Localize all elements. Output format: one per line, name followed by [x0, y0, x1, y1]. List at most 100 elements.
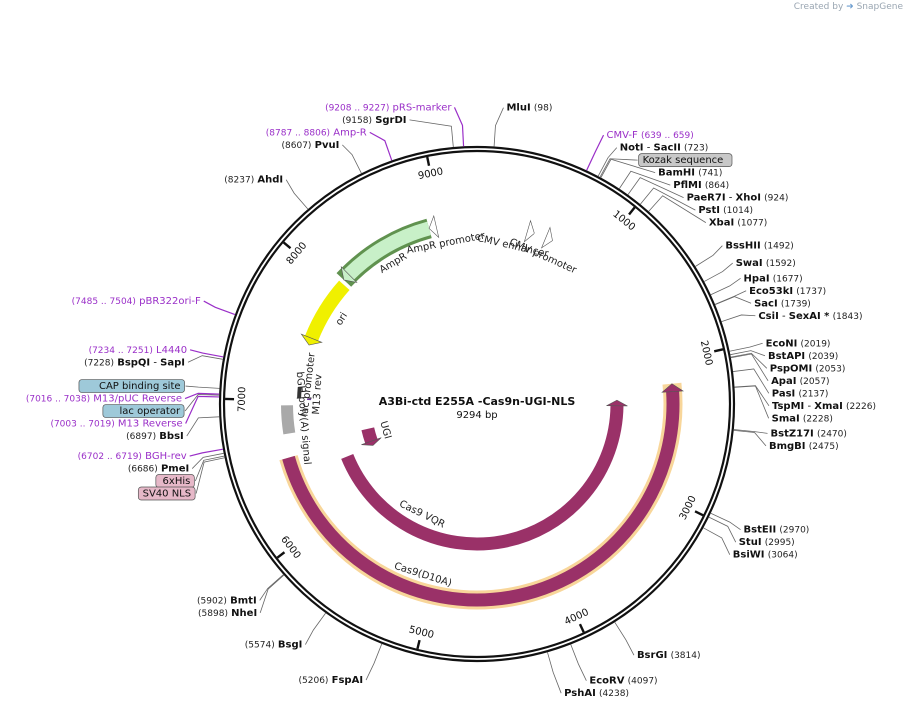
label-leader-line — [366, 644, 382, 680]
label-part: BsrGI — [637, 650, 667, 661]
map-label[interactable]: CMV-F (639 .. 659) — [607, 130, 694, 141]
label-part: BmtI — [230, 595, 257, 606]
map-label[interactable]: (5574) BsgI — [245, 640, 303, 651]
label-part: (9208 .. 9227) — [325, 103, 389, 113]
label-leader-line — [734, 430, 768, 434]
map-label[interactable]: BsiWI (3064) — [733, 550, 798, 561]
label-part: NotI — [620, 143, 644, 154]
label-leader-line — [342, 145, 361, 173]
backbone-tick-label: 3000 — [678, 494, 699, 522]
map-label[interactable]: lac operator — [103, 405, 184, 418]
map-label[interactable]: EcoRV (4097) — [589, 676, 657, 687]
map-label[interactable]: PflMI (864) — [673, 180, 729, 191]
backbone-tick — [277, 552, 284, 557]
label-leader-line — [598, 148, 617, 177]
map-label[interactable]: (7234 .. 7251) L4440 — [89, 345, 188, 356]
feature-arc[interactable] — [299, 387, 300, 398]
map-label[interactable]: SwaI (1592) — [736, 258, 796, 269]
feature-arc[interactable] — [287, 405, 289, 433]
map-label[interactable]: (7228) BspQI - SapI — [84, 357, 185, 368]
label-part: (7228) — [84, 358, 114, 368]
label-part: (7003 .. 7019) — [50, 419, 114, 429]
map-label[interactable]: BamHI (741) — [658, 168, 722, 179]
map-label[interactable]: BmgBI (2475) — [769, 441, 839, 452]
map-label[interactable]: PspOMI (2053) — [770, 363, 846, 374]
map-label-text: (6897) BbsI — [126, 431, 184, 442]
map-label[interactable]: StuI (2995) — [739, 537, 795, 548]
label-part: BsgI — [278, 640, 302, 651]
feature-arc[interactable] — [495, 225, 527, 231]
map-label[interactable]: CAP binding site — [79, 380, 185, 393]
label-leader-line — [734, 386, 768, 418]
label-part: PstI — [698, 205, 720, 216]
map-label[interactable]: (8787 .. 8806) Amp-R — [266, 127, 367, 138]
map-label[interactable]: TspMI - XmaI (2226) — [772, 401, 876, 412]
label-part: (2470) — [817, 429, 847, 439]
map-label[interactable]: (7016 .. 7038) M13/pUC Reverse — [26, 394, 182, 405]
map-label-text: BmgBI (2475) — [769, 441, 839, 452]
map-label[interactable]: (5898) NheI — [198, 608, 257, 619]
label-part: EcoRV — [589, 676, 624, 687]
map-label[interactable]: SV40 NLS — [138, 487, 195, 500]
map-label[interactable]: BstZ17I (2470) — [771, 428, 847, 439]
label-part: Eco53kI — [749, 286, 793, 297]
label-leader-line — [190, 350, 223, 357]
map-label[interactable]: (6897) BbsI — [126, 431, 184, 442]
map-label[interactable]: PshAI (4238) — [564, 688, 629, 699]
map-label[interactable]: (9208 .. 9227) pRS-marker — [325, 102, 452, 113]
map-label[interactable]: HpaI (1677) — [744, 273, 803, 284]
map-label[interactable]: XbaI (1077) — [709, 218, 767, 229]
label-part: (3064) — [768, 550, 798, 560]
map-label[interactable]: (8607) PvuI — [282, 140, 340, 151]
label-part: NheI — [231, 608, 257, 619]
label-part: (2137) — [798, 389, 828, 399]
map-label-text: MluI (98) — [506, 103, 552, 114]
label-part: BssHII — [725, 241, 760, 252]
map-label[interactable]: ApaI (2057) — [771, 376, 830, 387]
map-label-text: Kozak sequence — [643, 155, 724, 166]
map-label[interactable]: BssHII (1492) — [725, 241, 793, 252]
map-label[interactable]: BsrGI (3814) — [637, 650, 701, 661]
map-label-text: (7016 .. 7038) M13/pUC Reverse — [26, 394, 182, 405]
map-label[interactable]: Eco53kI (1737) — [749, 286, 826, 297]
map-label-text: CsiI - SexAI * (1843) — [758, 311, 862, 322]
label-part: SacII — [654, 143, 681, 154]
feature-arc[interactable] — [436, 225, 441, 226]
label-part: BmgBI — [769, 441, 806, 452]
map-label[interactable]: SacI (1739) — [754, 298, 811, 309]
map-label[interactable]: CsiI - SexAI * (1843) — [758, 311, 862, 322]
map-label[interactable]: 6xHis — [156, 475, 195, 488]
label-part: (5574) — [245, 640, 275, 650]
map-label[interactable]: BstAPI (2039) — [768, 351, 838, 362]
label-part: PasI — [772, 388, 795, 399]
backbone-tick-label: 8000 — [285, 240, 310, 267]
map-label[interactable]: NotI - SacII (723) — [620, 143, 708, 154]
map-label-text: TspMI - XmaI (2226) — [772, 401, 876, 412]
map-label-text: (7234 .. 7251) L4440 — [89, 345, 188, 356]
map-label[interactable]: (6702 .. 6719) BGH-rev — [78, 451, 187, 462]
label-part: CMV-F — [607, 130, 638, 141]
map-label[interactable]: (5902) BmtI — [197, 595, 257, 606]
map-label[interactable]: MluI (98) — [506, 103, 552, 114]
map-label[interactable]: (6686) PmeI — [128, 464, 189, 475]
map-label[interactable]: (5206) FspAI — [299, 675, 364, 686]
map-label[interactable]: SmaI (2228) — [772, 413, 833, 424]
feature-arc[interactable] — [534, 233, 545, 237]
map-label[interactable]: (7485 .. 7504) pBR322ori-F — [72, 296, 201, 307]
map-label[interactable]: (7003 .. 7019) M13 Reverse — [50, 419, 182, 430]
map-label[interactable]: Kozak sequence — [639, 154, 732, 167]
map-label[interactable]: PaeR7I - XhoI (924) — [687, 193, 789, 204]
label-part: (639 .. 659) — [641, 131, 694, 141]
map-label[interactable]: PstI (1014) — [698, 205, 753, 216]
map-label[interactable]: (8237) AhdI — [224, 175, 283, 186]
label-part: (8607) — [282, 140, 312, 150]
map-label[interactable]: (9158) SgrDI — [342, 115, 406, 126]
feature-arc[interactable] — [368, 429, 372, 441]
map-label-text: PaeR7I - XhoI (924) — [687, 193, 789, 204]
label-part: SacI — [754, 298, 778, 309]
backbone-tick-label: 9000 — [417, 166, 444, 182]
label-part: (2970) — [779, 525, 809, 535]
map-label[interactable]: EcoNI (2019) — [766, 338, 831, 349]
map-label[interactable]: BstEII (2970) — [744, 525, 810, 536]
map-label[interactable]: PasI (2137) — [772, 388, 829, 399]
